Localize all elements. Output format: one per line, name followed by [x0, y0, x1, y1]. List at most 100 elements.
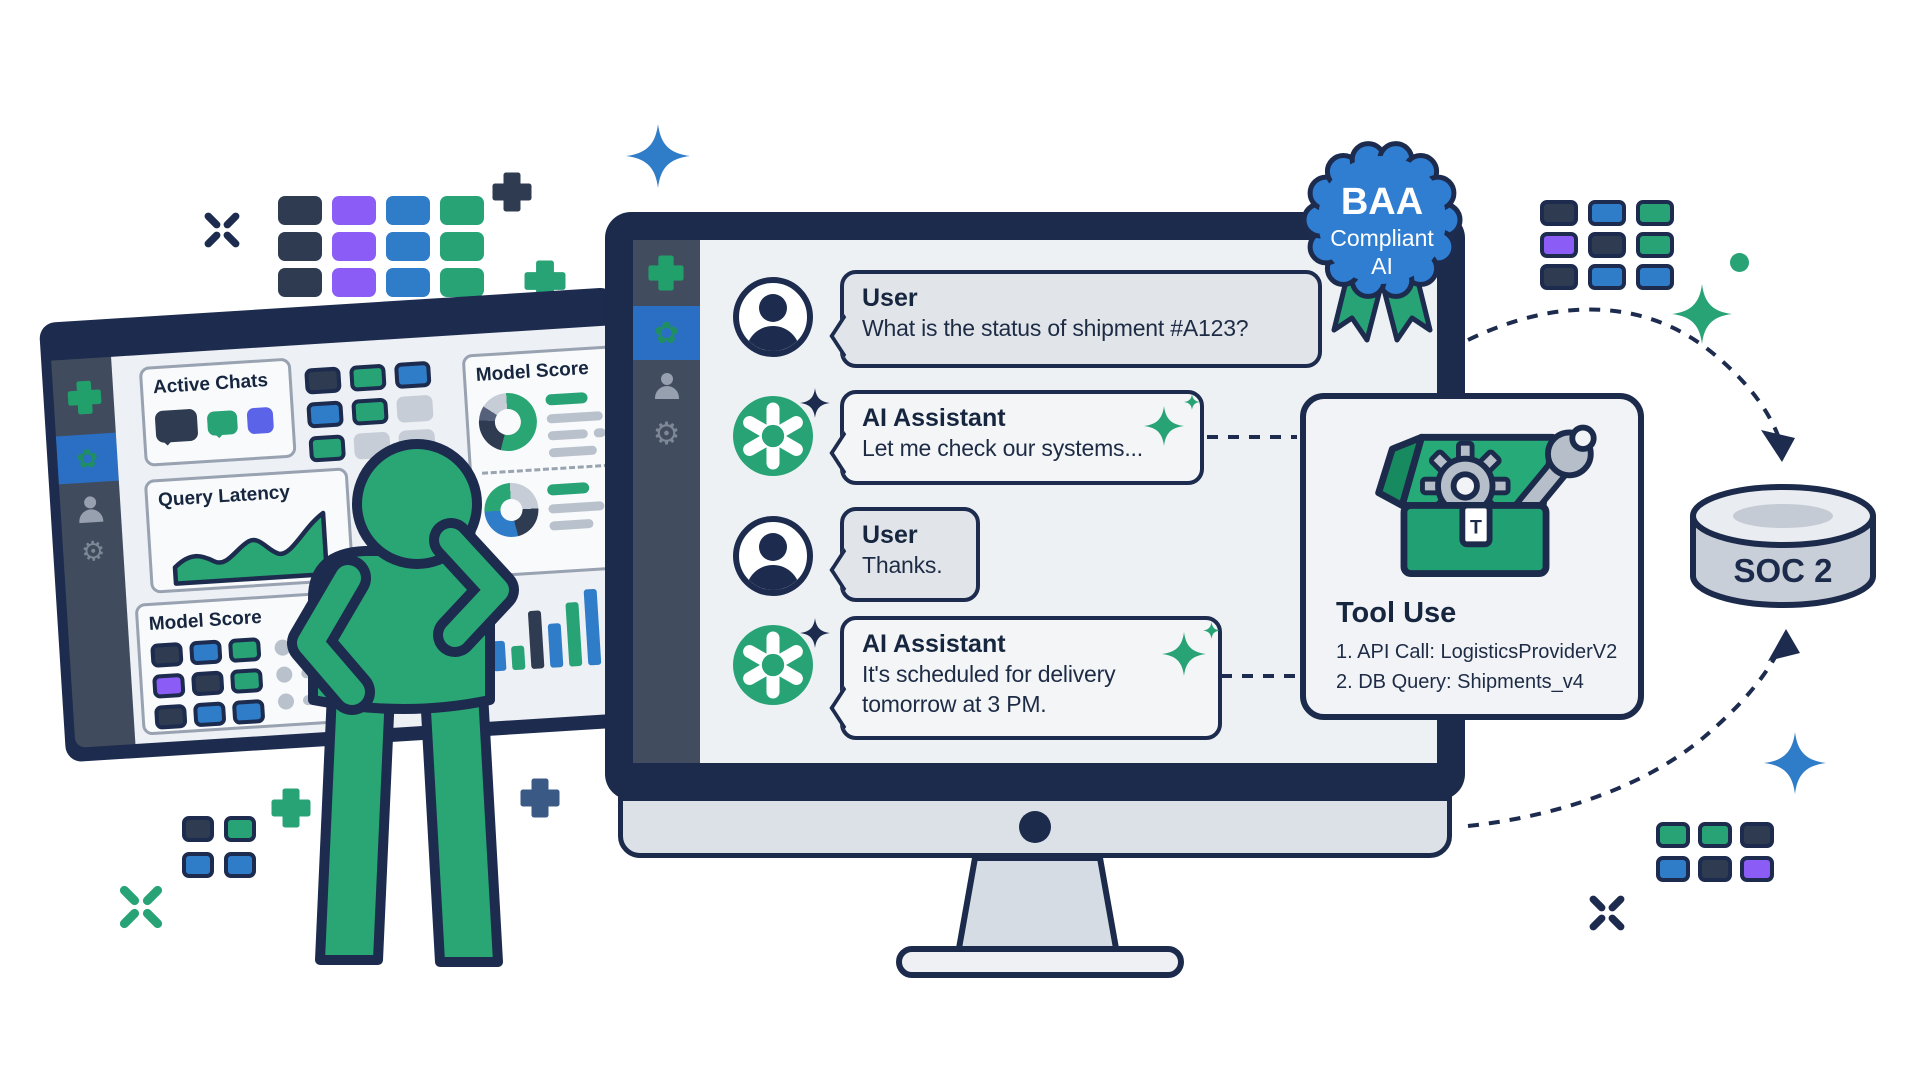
cell [1588, 200, 1626, 226]
cell [386, 196, 430, 225]
sidebar-item-assistant[interactable]: ✿ [633, 306, 700, 360]
cell [1540, 232, 1578, 258]
user-icon[interactable] [653, 373, 680, 400]
cell [192, 701, 227, 728]
cell [349, 363, 387, 392]
sidebar-item-assistant[interactable]: ✿ [55, 432, 119, 485]
message-role: User [862, 284, 918, 312]
cell [332, 232, 376, 261]
flower-icon: ✿ [653, 316, 680, 350]
bubble-tail [829, 547, 859, 593]
dot-icon [1730, 253, 1749, 272]
sparkle-icon [626, 124, 690, 188]
thinking-person-figure [287, 439, 519, 967]
badge-line2: Compliant [1330, 225, 1434, 251]
gear-icon[interactable]: ⚙ [652, 416, 681, 451]
add-icon[interactable] [67, 380, 103, 416]
cell [1636, 200, 1674, 226]
color-grid-top-right [1540, 200, 1674, 290]
cell [1656, 822, 1690, 848]
chat-bubble-icon [206, 410, 239, 436]
cell [182, 852, 214, 878]
user-avatar [733, 516, 813, 596]
query-latency-card: Query Latency [143, 467, 355, 594]
cell [1636, 232, 1674, 258]
bar [565, 601, 583, 667]
user-icon[interactable] [77, 496, 105, 524]
cell [440, 232, 484, 261]
sparkle-icon [1764, 732, 1826, 794]
chat-bubble-icon [154, 408, 199, 444]
cell [1698, 822, 1732, 848]
cell [278, 268, 322, 297]
badge-line1: BAA [1341, 181, 1423, 223]
color-grid-bottom-right [1656, 822, 1774, 882]
bar [583, 588, 602, 666]
openai-logo-icon [733, 396, 813, 476]
chat-sidebar: ✿ ⚙ [633, 240, 700, 763]
card-title: Model Score [475, 357, 590, 386]
legend-bar [549, 518, 594, 531]
color-grid-top-left [278, 196, 484, 297]
openai-logo-icon [733, 625, 813, 705]
bar [547, 623, 564, 668]
cell [278, 232, 322, 261]
sparkle-icon [1162, 632, 1206, 676]
cell [150, 641, 184, 668]
cell [1636, 264, 1674, 290]
message-text: It's scheduled for delivery tomorrow at … [862, 661, 1116, 718]
cell [1698, 856, 1732, 882]
plus-icon [271, 788, 311, 828]
monitor-chin [618, 796, 1452, 858]
cell [440, 196, 484, 225]
cell [1588, 264, 1626, 290]
dashboard-content: Active Chats Model Score [111, 325, 633, 745]
legend-bar [548, 445, 598, 458]
cell [182, 816, 214, 842]
arrowhead-down [1761, 430, 1795, 462]
cell [304, 366, 342, 395]
flower-icon: ✿ [75, 442, 100, 474]
add-icon[interactable] [648, 255, 684, 291]
baa-compliant-badge: BAA Compliant AI [1301, 141, 1463, 343]
cell [1740, 822, 1774, 848]
cell [306, 400, 344, 429]
sparkle-icon [1144, 406, 1184, 446]
analytics-dashboard-window: ✿ ⚙ Active Chats [38, 287, 644, 763]
bubble-tail [829, 685, 859, 731]
gear-icon[interactable]: ⚙ [80, 535, 107, 568]
sparkle-icon [1672, 284, 1732, 344]
sparkle-icon [1203, 622, 1220, 639]
sparkle-icon [800, 618, 830, 648]
x-mark-icon [204, 212, 240, 248]
cell [386, 268, 430, 297]
message-role: User [862, 521, 918, 549]
plus-icon [492, 172, 532, 212]
leg [315, 688, 395, 965]
cell [1540, 200, 1578, 226]
cell [154, 703, 188, 730]
sparkle-icon [800, 388, 830, 418]
cell [189, 639, 223, 666]
legend-bar [546, 411, 603, 424]
cell [191, 670, 225, 697]
leg [420, 688, 503, 967]
sparkle-icon [1184, 394, 1200, 410]
x-mark-icon [119, 885, 163, 929]
message-text: Let me check our systems... [862, 435, 1143, 462]
legend-bar [548, 501, 605, 514]
bubble-tail [829, 430, 859, 476]
tool-use-title: Tool Use [1336, 597, 1457, 629]
chat-message-user: User Thanks. [829, 507, 980, 602]
user-avatar [733, 277, 813, 357]
cell [152, 672, 186, 699]
legend-bar [547, 429, 589, 441]
arrowhead-up [1768, 629, 1800, 661]
x-mark-icon [1589, 895, 1625, 931]
cell [332, 268, 376, 297]
chat-message-ai: AI Assistant It's scheduled for delivery… [829, 616, 1222, 740]
bubble-tail [829, 313, 859, 359]
cell [396, 394, 434, 423]
latch-letter: T [1470, 517, 1482, 539]
